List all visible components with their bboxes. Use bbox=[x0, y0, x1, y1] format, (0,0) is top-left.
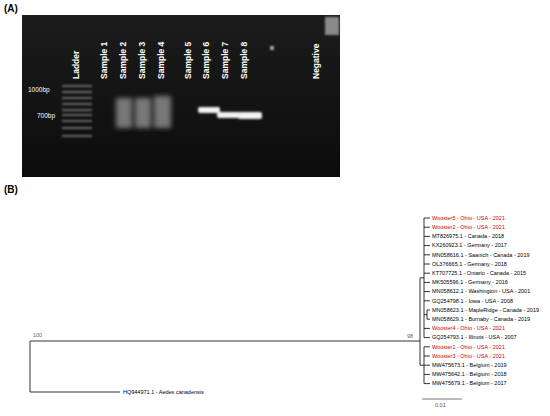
taxon-label: MN058629.1 - Burnaby - Canada - 2019 bbox=[432, 316, 530, 323]
taxon-label: MN058612.1 - Washington - USA - 2001 bbox=[432, 288, 530, 295]
taxon-label: GQ254798.1 - Iowa - USA - 2008 bbox=[432, 298, 513, 305]
lane-label: Sample 8 bbox=[239, 42, 249, 79]
lane-label: Sample 2 bbox=[118, 42, 128, 79]
taxon-label: GQ254793.1 - Illinois - USA - 2007 bbox=[432, 334, 517, 341]
size-marker: 1000bp bbox=[28, 86, 50, 94]
taxon-label: MW475673.1 - Belgium - 2019 bbox=[432, 362, 507, 369]
size-marker: 700bp bbox=[37, 112, 55, 120]
taxon-label: MT826975.1 - Canada - 2018 bbox=[432, 233, 504, 240]
taxon-label: Wooster4 - Ohio - USA - 2021 bbox=[432, 325, 505, 332]
taxon-label: Wooster1 - Ohio - USA - 2021 bbox=[432, 344, 505, 351]
taxon-label: Wooster2 - Ohio - USA - 2021 bbox=[432, 224, 505, 231]
taxon-label: Wooster3 - Ohio - USA - 2021 bbox=[432, 353, 505, 360]
bootstrap-value: 98 bbox=[407, 333, 413, 340]
phylogenetic-tree bbox=[30, 218, 430, 392]
taxon-label: Wooster5 - Ohio - USA - 2021 bbox=[432, 215, 505, 222]
gel-image bbox=[22, 15, 340, 177]
lane-label: Sample 4 bbox=[156, 42, 166, 79]
lane-label: Sample 1 bbox=[99, 42, 109, 79]
taxon-label: HQ944971.1 - Aedes canadensis bbox=[123, 389, 204, 396]
panel-letter: (A) bbox=[4, 3, 18, 15]
taxon-label: MN058623.1 - MapleRidge - Canada - 2019 bbox=[432, 307, 539, 314]
bootstrap-value: 100 bbox=[33, 332, 42, 339]
lane-label: Sample 6 bbox=[201, 42, 211, 79]
lane-label: Negative bbox=[311, 44, 321, 79]
lane-label: Sample 7 bbox=[220, 42, 230, 79]
scale-bar bbox=[422, 399, 462, 400]
panel-letter: (B) bbox=[4, 184, 18, 196]
lane-label: Sample 5 bbox=[183, 42, 193, 79]
scale-label: 0.01 bbox=[435, 402, 446, 409]
taxon-label: MW475642.1 - Belgium - 2018 bbox=[432, 371, 507, 378]
taxon-label: MW475679.1 - Belgium - 2017 bbox=[432, 380, 507, 387]
lane-label: Ladder bbox=[71, 51, 81, 79]
taxon-label: MK505596.1 - Germany - 2016 bbox=[432, 279, 508, 286]
taxon-label: MN058616.1 - Saanich - Canada - 2019 bbox=[432, 252, 530, 259]
taxon-label: OL376665.1 - Germany - 2018 bbox=[432, 261, 507, 268]
lane-label: Sample 3 bbox=[137, 42, 147, 79]
taxon-label: KX260923.1 - Germany - 2017 bbox=[432, 242, 507, 249]
taxon-label: KT707725.1 - Ontario - Canada - 2015 bbox=[432, 270, 526, 277]
